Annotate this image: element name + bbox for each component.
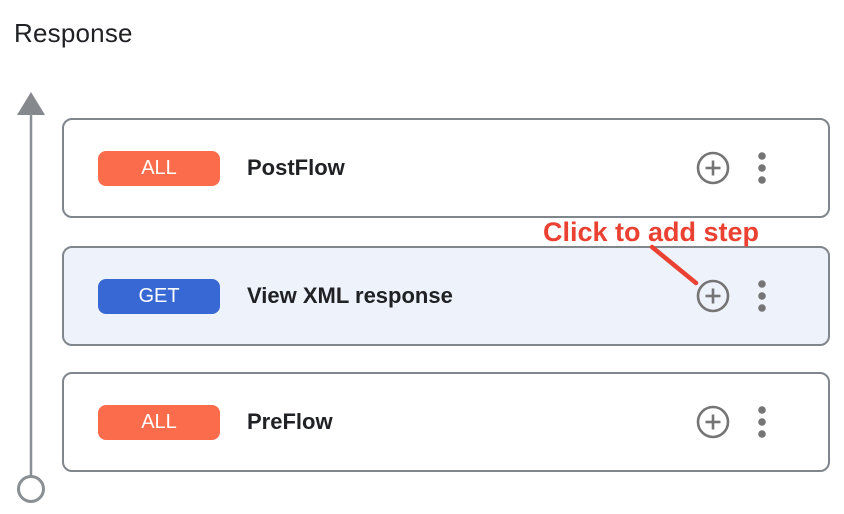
- more-options-button[interactable]: [756, 151, 768, 185]
- plus-circle-icon: [696, 279, 730, 313]
- arrowhead-up-icon: [17, 92, 45, 115]
- plus-circle-icon: [696, 151, 730, 185]
- add-step-button[interactable]: [696, 405, 730, 439]
- kebab-menu-icon: [758, 406, 766, 438]
- flow-direction-arrow: [17, 92, 45, 503]
- method-badge: ALL: [98, 404, 220, 440]
- page-title: Response: [14, 18, 133, 48]
- kebab-menu-icon: [758, 152, 766, 184]
- annotation-click-to-add-step: Click to add step: [543, 217, 760, 247]
- add-step-button[interactable]: [696, 279, 730, 313]
- kebab-menu-icon: [758, 280, 766, 312]
- flow-name: View XML response: [247, 283, 453, 308]
- flow-card-view-xml-response[interactable]: GET View XML response: [62, 246, 830, 346]
- flow-name: PreFlow: [247, 409, 333, 434]
- flow-card-postflow[interactable]: ALL PostFlow: [62, 118, 830, 218]
- method-badge: GET: [98, 278, 220, 314]
- more-options-button[interactable]: [756, 405, 768, 439]
- flow-name: PostFlow: [247, 155, 345, 180]
- add-step-button[interactable]: [696, 151, 730, 185]
- flow-start-circle-icon: [17, 475, 45, 503]
- plus-circle-icon: [696, 405, 730, 439]
- flow-card-preflow[interactable]: ALL PreFlow: [62, 372, 830, 472]
- method-badge: ALL: [98, 150, 220, 186]
- more-options-button[interactable]: [756, 279, 768, 313]
